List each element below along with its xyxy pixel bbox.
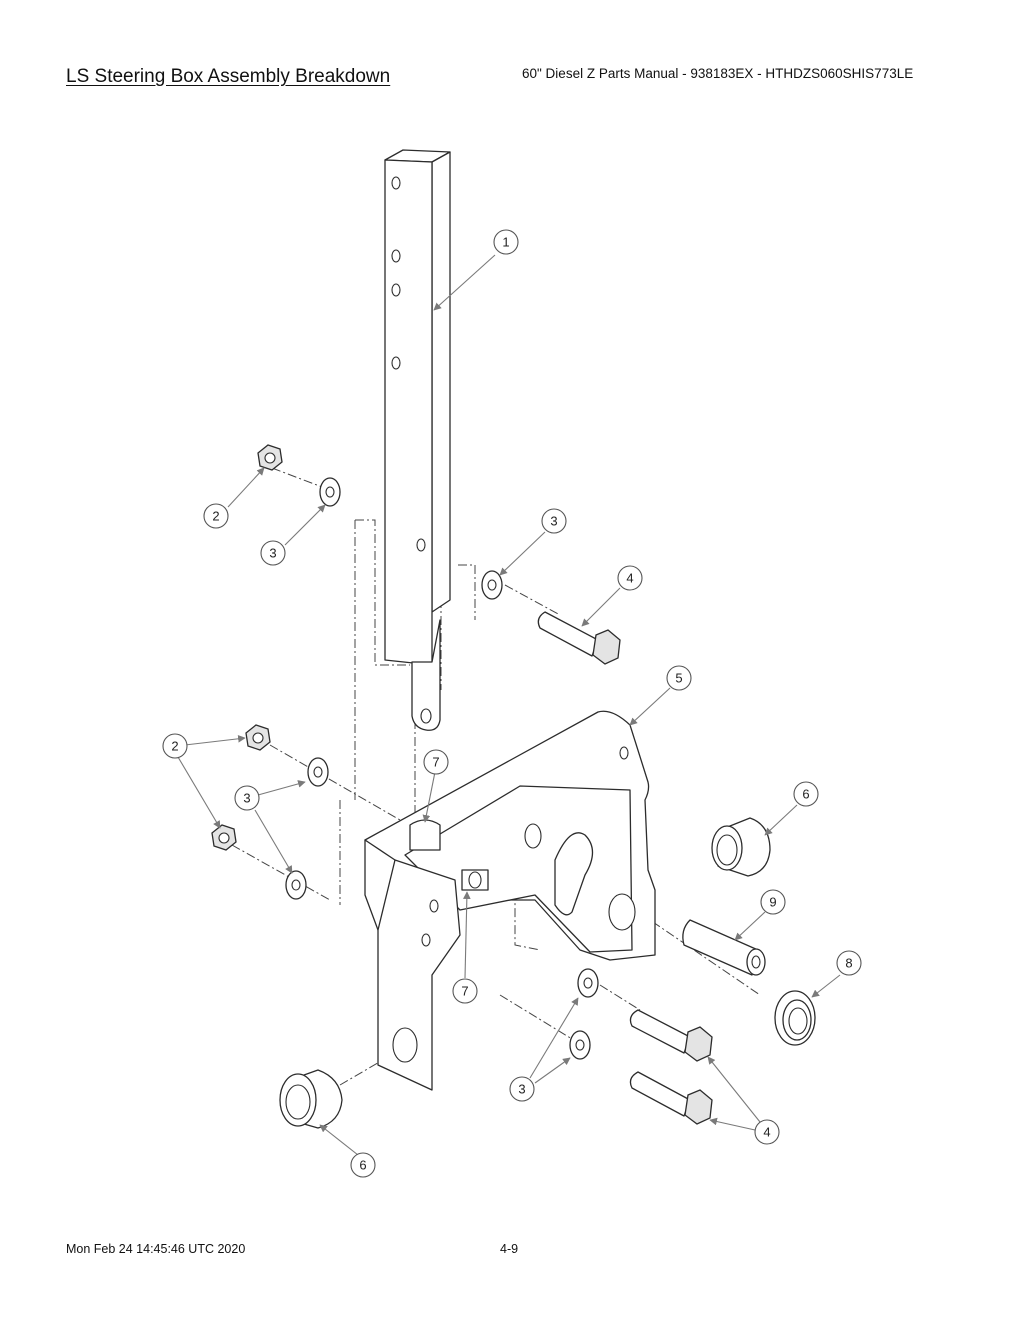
washer-5 [577, 968, 599, 998]
svg-text:3: 3 [550, 514, 557, 529]
washer-4 [285, 870, 307, 900]
callout-3-middle: 3 [234, 785, 260, 811]
steering-shaft [384, 149, 451, 731]
svg-text:3: 3 [518, 1082, 525, 1097]
shaft-hole-5 [416, 538, 426, 552]
svg-text:3: 3 [269, 546, 276, 561]
callout-9: 9 [760, 889, 786, 915]
callout-3-upper-right: 3 [541, 508, 567, 534]
nut-upper [257, 444, 283, 471]
flange-bushing [774, 990, 816, 1046]
callout-8: 8 [836, 950, 862, 976]
spacer-upper [409, 819, 441, 851]
shaft-hole-1 [391, 176, 401, 190]
callout-1: 1 [493, 229, 519, 255]
washer-1 [319, 477, 341, 507]
leader-lines [177, 254, 841, 1156]
svg-text:3: 3 [243, 791, 250, 806]
nut-middle [245, 724, 271, 751]
bracket-hole-1 [524, 823, 542, 849]
bushing-upper [711, 817, 771, 877]
shaft-hole-4 [391, 356, 401, 370]
page-title: LS Steering Box Assembly Breakdown [66, 66, 391, 87]
callout-3-lower: 3 [509, 1076, 535, 1102]
washer-6 [569, 1030, 591, 1060]
callout-7-upper: 7 [423, 749, 449, 775]
callout-6-lower: 6 [350, 1152, 376, 1178]
svg-text:1: 1 [502, 235, 509, 250]
callout-5: 5 [666, 665, 692, 691]
svg-text:8: 8 [845, 956, 852, 971]
svg-text:7: 7 [461, 984, 468, 999]
svg-text:6: 6 [359, 1158, 366, 1173]
bolt-upper [537, 611, 621, 665]
washer-3 [307, 757, 329, 787]
callout-6-upper: 6 [793, 781, 819, 807]
bracket-hole-4 [392, 1027, 418, 1063]
bolt-lower [629, 1071, 713, 1125]
svg-text:4: 4 [626, 571, 633, 586]
callout-2-lower: 2 [162, 733, 188, 759]
callout-2-upper: 2 [203, 503, 229, 529]
shaft-hole-2 [391, 249, 401, 263]
washer-2 [481, 570, 503, 600]
svg-text:2: 2 [171, 739, 178, 754]
spacer-lower [461, 869, 489, 891]
callout-4-lower: 4 [754, 1119, 780, 1145]
bracket-hole-3 [608, 893, 636, 931]
bracket-hole-2 [619, 746, 629, 760]
page-number: 4-9 [500, 1242, 519, 1256]
manual-reference: 60" Diesel Z Parts Manual - 938183EX - H… [522, 66, 914, 81]
callout-3-upper-left: 3 [260, 540, 286, 566]
svg-text:2: 2 [212, 509, 219, 524]
bolt-middle [629, 1009, 713, 1062]
svg-text:5: 5 [675, 671, 682, 686]
svg-text:6: 6 [802, 787, 809, 802]
footer-timestamp: Mon Feb 24 14:45:46 UTC 2020 [66, 1242, 246, 1256]
nut-lower [211, 824, 237, 851]
svg-text:4: 4 [763, 1125, 770, 1140]
svg-text:9: 9 [769, 895, 776, 910]
callout-4-upper: 4 [617, 565, 643, 591]
bracket-hole-6 [421, 933, 431, 947]
shaft-hole-3 [391, 283, 401, 297]
bracket-hole-5 [429, 899, 439, 913]
steering-bracket [364, 710, 656, 1091]
bushing-lower [279, 1069, 343, 1129]
svg-text:7: 7 [432, 755, 439, 770]
callout-7-lower: 7 [452, 978, 478, 1004]
shaft-hole-6 [420, 708, 432, 724]
pivot-pin [682, 919, 766, 976]
